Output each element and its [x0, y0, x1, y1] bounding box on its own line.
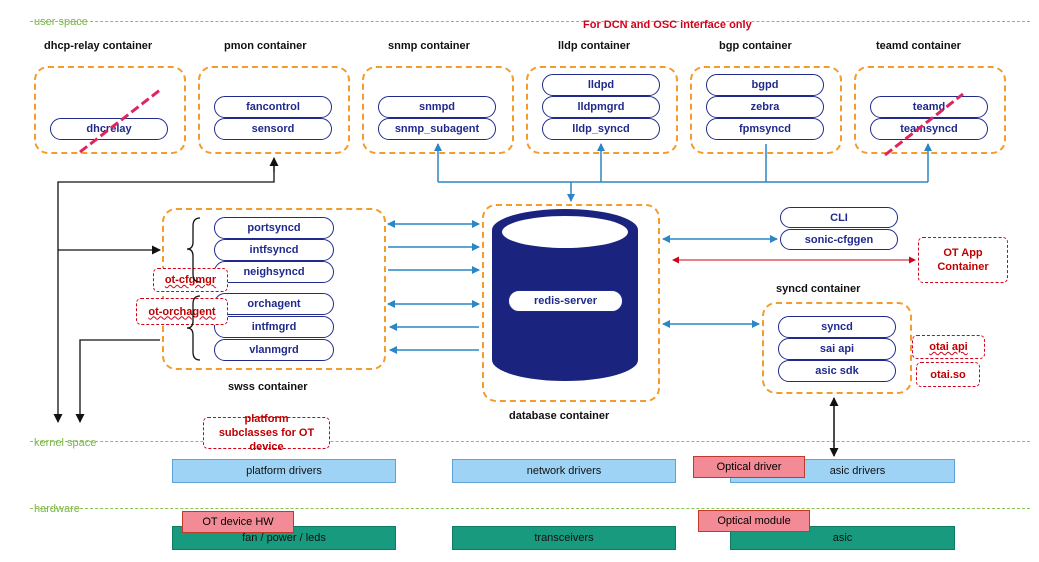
teamsyncd-process[interactable]: teamsyncd — [870, 118, 988, 140]
dhcrelay-process[interactable]: dhcrelay — [50, 118, 168, 140]
lldpmgrd-process[interactable]: lldpmgrd — [542, 96, 660, 118]
vlanmgrd-process[interactable]: vlanmgrd — [214, 339, 334, 361]
neighsyncd-process[interactable]: neighsyncd — [214, 261, 334, 283]
snmpd-process[interactable]: snmpd — [378, 96, 496, 118]
user-space-label: user space — [34, 16, 88, 28]
database-container — [482, 204, 660, 402]
zebra-process[interactable]: zebra — [706, 96, 824, 118]
optical-driver-box: Optical driver — [693, 456, 805, 478]
bgpd-process[interactable]: bgpd — [706, 74, 824, 96]
dhcrelay-strike — [79, 88, 161, 154]
teamd-process[interactable]: teamd — [870, 96, 988, 118]
lldp-syncd-process[interactable]: lldp_syncd — [542, 118, 660, 140]
pmon-container — [198, 66, 350, 154]
left-black-connectors — [53, 157, 279, 423]
otai-api-note: otai api — [912, 335, 985, 359]
pmon-container-title: pmon container — [224, 40, 307, 52]
optical-module-box: Optical module — [698, 510, 810, 532]
ot-orchagent-note: ot-orchagent — [136, 298, 228, 325]
intfsyncd-process[interactable]: intfsyncd — [214, 239, 334, 261]
redis-server-process[interactable]: redis-server — [508, 290, 623, 312]
syncd-process[interactable]: syncd — [778, 316, 896, 338]
syncd-container-title: syncd container — [776, 283, 861, 295]
dhcp-relay-container-title: dhcp-relay container — [44, 40, 153, 52]
syncd-container — [762, 302, 912, 394]
sensord-process[interactable]: sensord — [214, 118, 332, 140]
hardware-label: hardware — [34, 503, 80, 515]
intfmgrd-process[interactable]: intfmgrd — [214, 316, 334, 338]
network-drivers-bar: network drivers — [452, 459, 676, 483]
ot-cfgmgr-label: ot-cfgmgr — [164, 274, 217, 286]
asic-drivers-bar: asic drivers — [730, 459, 955, 483]
cli-process[interactable]: CLI — [780, 207, 898, 228]
lldp-container-title: lldp container — [558, 40, 631, 52]
fpmsyncd-process[interactable]: fpmsyncd — [706, 118, 824, 140]
portsyncd-process[interactable]: portsyncd — [214, 217, 334, 239]
transceivers-bar: transceivers — [452, 526, 676, 550]
hardware-divider — [30, 508, 1030, 509]
ot-device-hw-box: OT device HW — [182, 511, 294, 533]
dcn-osc-banner: For DCN and OSC interface only — [583, 19, 752, 31]
database-container-title: database container — [509, 410, 610, 422]
db-upper-bus — [434, 143, 932, 202]
ot-cfgmgr-note: ot-cfgmgr — [153, 268, 228, 292]
snmp-container-title: snmp container — [388, 40, 470, 52]
snmp-subagent-process[interactable]: snmp_subagent — [378, 118, 496, 140]
fancontrol-process[interactable]: fancontrol — [214, 96, 332, 118]
bgp-container-title: bgp container — [719, 40, 792, 52]
swss-db-arrows — [387, 220, 480, 354]
swss-container-title: swss container — [228, 381, 308, 393]
platform-drivers-bar: platform drivers — [172, 459, 396, 483]
kernel-space-label: kernel space — [34, 437, 97, 449]
orchagent-process[interactable]: orchagent — [214, 293, 334, 315]
teamd-container-title: teamd container — [876, 40, 961, 52]
kernel-space-divider — [30, 441, 1030, 442]
otai-api-label: otai api — [929, 341, 968, 353]
asic-sdk-process[interactable]: asic sdk — [778, 360, 896, 382]
otai-so-note: otai.so — [916, 362, 980, 387]
sai-api-process[interactable]: sai api — [778, 338, 896, 360]
ot-app-container-note: OT App Container — [918, 237, 1008, 283]
lldp-container — [526, 66, 678, 154]
ot-orchagent-label: ot-orchagent — [148, 305, 216, 318]
sonic-cfggen-process[interactable]: sonic-cfggen — [780, 229, 898, 250]
teamd-container — [854, 66, 1006, 154]
dhcp-relay-container — [34, 66, 186, 154]
db-right-arrows — [662, 235, 778, 328]
swss-braces — [186, 217, 201, 361]
lldpd-process[interactable]: lldpd — [542, 74, 660, 96]
user-space-divider — [30, 21, 1030, 22]
teamd-strike — [884, 92, 964, 157]
